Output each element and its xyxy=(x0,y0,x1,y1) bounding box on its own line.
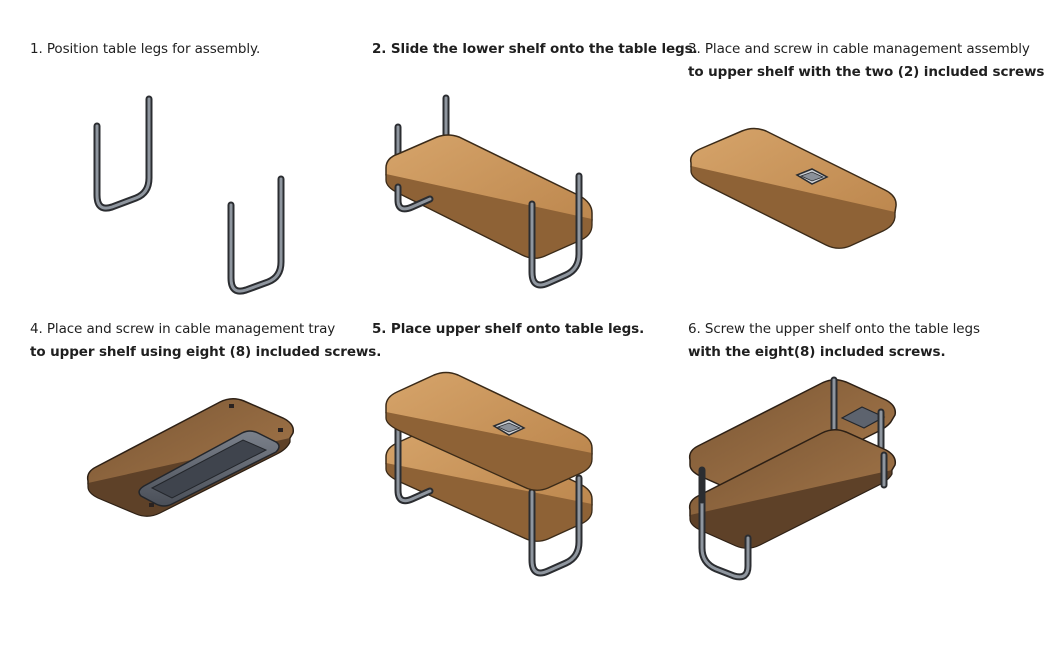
step-2-lower-shelf xyxy=(385,94,593,289)
step-5-caption: 5. Place upper shelf onto table legs. xyxy=(372,318,644,341)
step-1-line-1: 1. Position table legs for assembly. xyxy=(30,41,261,57)
step-1-legs xyxy=(93,95,285,295)
step-2-caption: 2. Slide the lower shelf onto the table … xyxy=(372,38,698,61)
cable-grommet-icon xyxy=(795,168,829,185)
step-4-line-2: to upper shelf using eight (8) included … xyxy=(30,344,382,360)
step-4-underside xyxy=(86,398,295,517)
cable-grommet-icon xyxy=(492,419,526,436)
table-leg-icon xyxy=(394,416,583,577)
step-6-inverted-table xyxy=(688,376,897,581)
shelf-icon xyxy=(385,371,593,491)
step-1-caption: 1. Position table legs for assembly. xyxy=(30,38,260,61)
step-2-line-1: 2. Slide the lower shelf onto the table … xyxy=(372,41,698,57)
step-3-caption: 3. Place and screw in cable management a… xyxy=(688,38,1044,84)
table-leg-icon xyxy=(394,172,583,289)
step-5-line-1: 5. Place upper shelf onto table legs. xyxy=(372,321,645,337)
step-6-line-2: with the eight(8) included screws. xyxy=(688,344,946,360)
table-leg-icon xyxy=(93,95,153,212)
cable-tray-icon xyxy=(138,430,280,507)
step-3-upper-shelf xyxy=(689,127,897,249)
step-6-caption: 6. Screw the upper shelf onto the table … xyxy=(688,318,980,364)
step-6-line-1: 6. Screw the upper shelf onto the table … xyxy=(688,321,980,337)
step-4-line-1: 4. Place and screw in cable management t… xyxy=(30,321,336,337)
step-3-line-2: to upper shelf with the two (2) included… xyxy=(688,64,1044,80)
step-3-line-1: 3. Place and screw in cable management a… xyxy=(688,41,1030,57)
step-4-caption: 4. Place and screw in cable management t… xyxy=(30,318,381,364)
shelf-icon xyxy=(385,134,593,259)
step-5-assembled-table xyxy=(385,371,593,577)
table-leg-icon xyxy=(698,451,888,581)
table-leg-icon xyxy=(227,175,285,295)
